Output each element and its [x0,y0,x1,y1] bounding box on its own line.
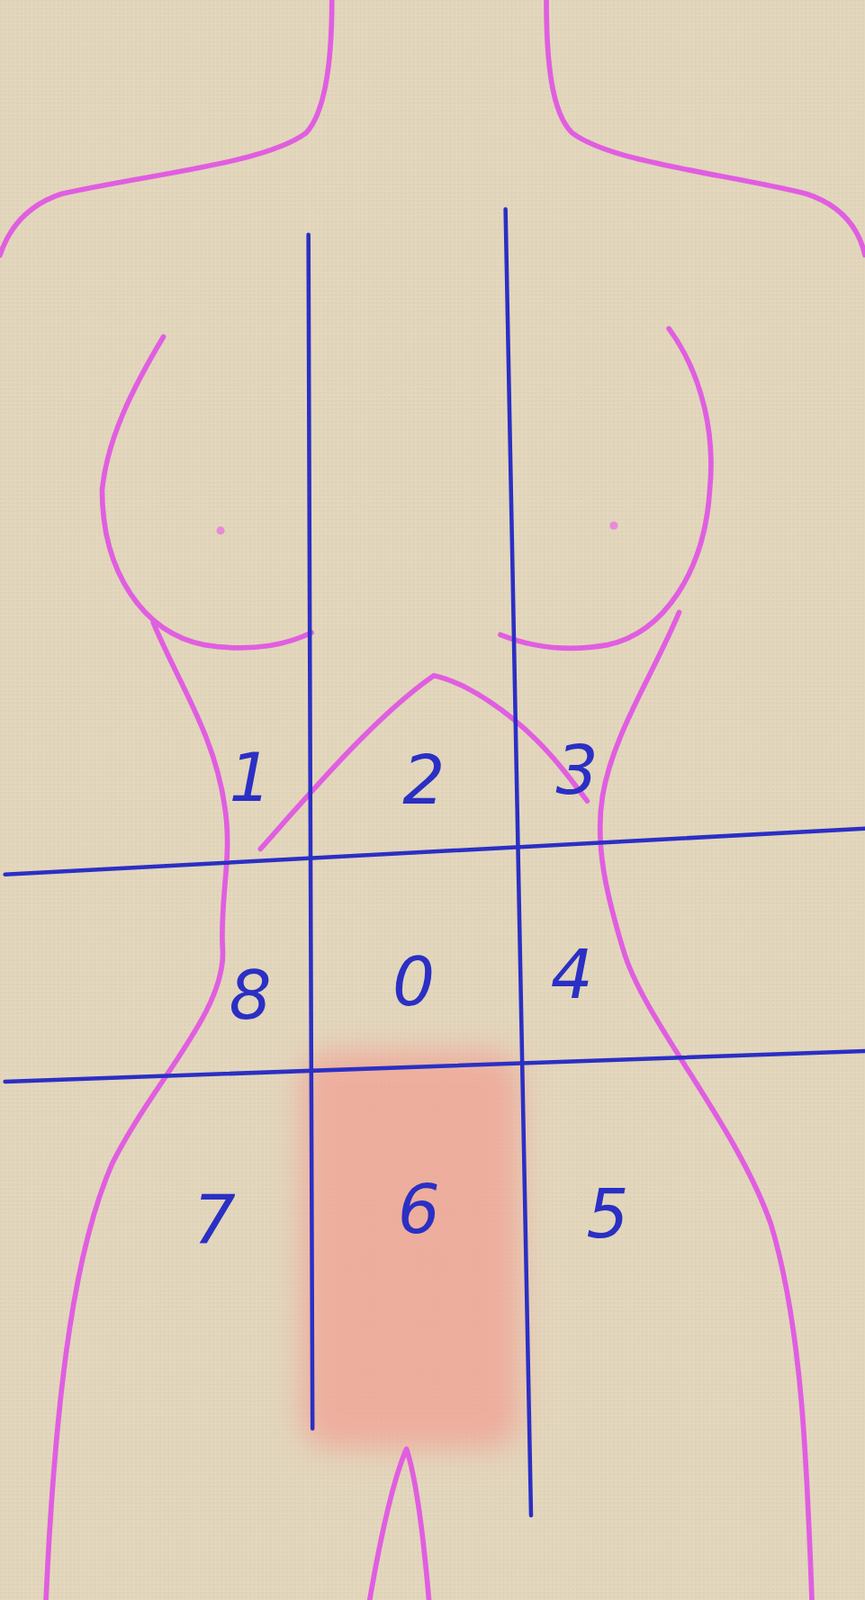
left-vertical [308,234,314,1430]
left-breast [101,336,312,649]
left-side [45,622,228,1600]
lower-horizontal [5,1051,865,1082]
right-vertical [505,208,532,1515]
callout-number: 2 [402,747,445,814]
right-shoulder [546,0,865,255]
upper-horizontal [5,828,865,875]
callout-number: 4 [550,941,594,1009]
shaded-region [301,1051,522,1450]
callout-number: 0 [392,948,435,1016]
grid-lines [5,208,865,1515]
nipples [216,521,619,535]
callout-number: 3 [555,737,598,804]
right-breast [500,328,712,649]
callout-number: 6 [397,1176,441,1244]
callout-number: 1 [228,744,271,811]
inner-legs [369,1449,430,1600]
right-side [600,612,812,1600]
callout-number: 7 [193,1186,236,1253]
callout-number: 5 [586,1180,630,1248]
left-shoulder [0,0,333,255]
callout-number: 8 [228,962,271,1029]
